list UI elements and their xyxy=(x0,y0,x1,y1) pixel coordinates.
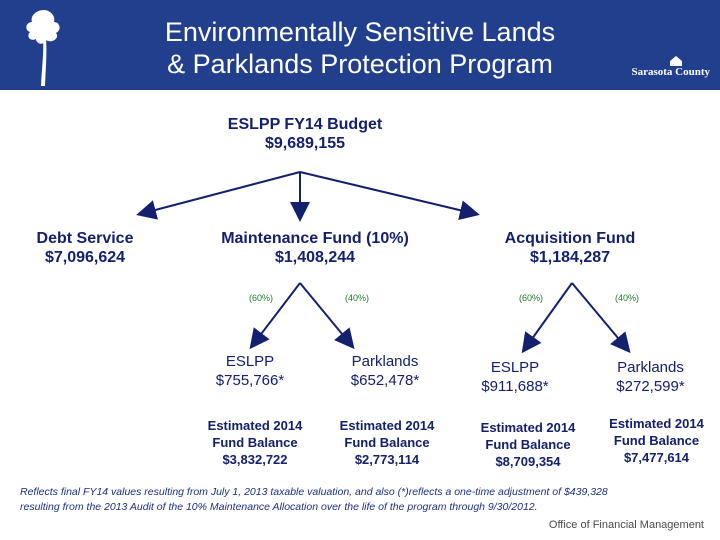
acquisition-left-pct: (60%) xyxy=(518,293,543,303)
connector-acquisition-to-parklands xyxy=(571,282,631,354)
maintenance-right-pct: (40%) xyxy=(344,293,369,303)
acquisition-title: Acquisition Fund xyxy=(504,230,636,247)
root-amount: $9,689,155 xyxy=(264,135,346,152)
acquisition-parklands-amount: $272,599* xyxy=(616,378,685,395)
acquisition-parklands-label: Parklands xyxy=(617,359,684,376)
maintenance-parklands-balance: Estimated 2014 Fund Balance $2,773,114 xyxy=(339,418,435,467)
palm-tree-logo-icon xyxy=(26,10,60,86)
maintenance-parklands-node: Parklands $652,478* xyxy=(320,352,450,390)
root-budget-node: ESLPP FY14 Budget $9,689,155 xyxy=(200,115,410,153)
maintenance-left-pct: (60%) xyxy=(248,293,273,303)
brand-label: Sarasota County xyxy=(631,66,710,78)
maintenance-parklands-amount: $652,478* xyxy=(350,372,420,389)
maintenance-amount: $1,408,244 xyxy=(274,249,356,266)
acquisition-eslpp-label: ESLPP xyxy=(490,359,540,376)
acquisition-eslpp-amount: $911,688* xyxy=(481,378,549,395)
maintenance-parklands-label: Parklands xyxy=(351,353,419,370)
acquisition-eslpp-node: ESLPP $911,688* xyxy=(455,358,575,396)
office-label: Office of Financial Management xyxy=(548,519,704,531)
connector-maintenance-to-parklands xyxy=(299,282,355,350)
connector-maintenance-to-eslpp xyxy=(249,282,301,350)
debt-amount: $7,096,624 xyxy=(44,249,126,266)
acquisition-parklands-balance: Estimated 2014 Fund Balance $7,477,614 xyxy=(609,416,704,465)
acquisition-amount: $1,184,287 xyxy=(529,249,611,266)
maintenance-title: Maintenance Fund (10%) xyxy=(221,230,409,247)
debt-service-node: Debt Service $7,096,624 xyxy=(10,229,160,267)
acquisition-fund-node: Acquisition Fund $1,184,287 xyxy=(470,229,670,267)
debt-title: Debt Service xyxy=(36,230,134,247)
maintenance-eslpp-label: ESLPP xyxy=(225,353,275,370)
acquisition-parklands-node: Parklands $272,599* xyxy=(588,358,713,396)
acquisition-right-pct: (40%) xyxy=(614,293,639,303)
connector-root-to-acquisition xyxy=(299,171,480,221)
maintenance-fund-node: Maintenance Fund (10%) $1,408,244 xyxy=(190,229,440,267)
maintenance-eslpp-amount: $755,766* xyxy=(215,372,285,389)
root-title: ESLPP FY14 Budget xyxy=(227,116,383,133)
connector-root-to-debt xyxy=(136,171,301,220)
maintenance-eslpp-node: ESLPP $755,766* xyxy=(190,352,310,390)
footnote: Reflects final FY14 values resulting fro… xyxy=(20,486,608,513)
maintenance-eslpp-balance: Estimated 2014 Fund Balance $3,832,722 xyxy=(207,418,303,467)
connector-acquisition-to-eslpp xyxy=(521,282,573,354)
county-building-icon xyxy=(670,56,682,66)
org-chart-connectors xyxy=(136,171,631,354)
header-bar: Environmentally Sensitive Lands & Parkla… xyxy=(0,0,720,90)
page-title: Environmentally Sensitive Lands & Parkla… xyxy=(164,17,556,79)
acquisition-eslpp-balance: Estimated 2014 Fund Balance $8,709,354 xyxy=(480,420,576,469)
